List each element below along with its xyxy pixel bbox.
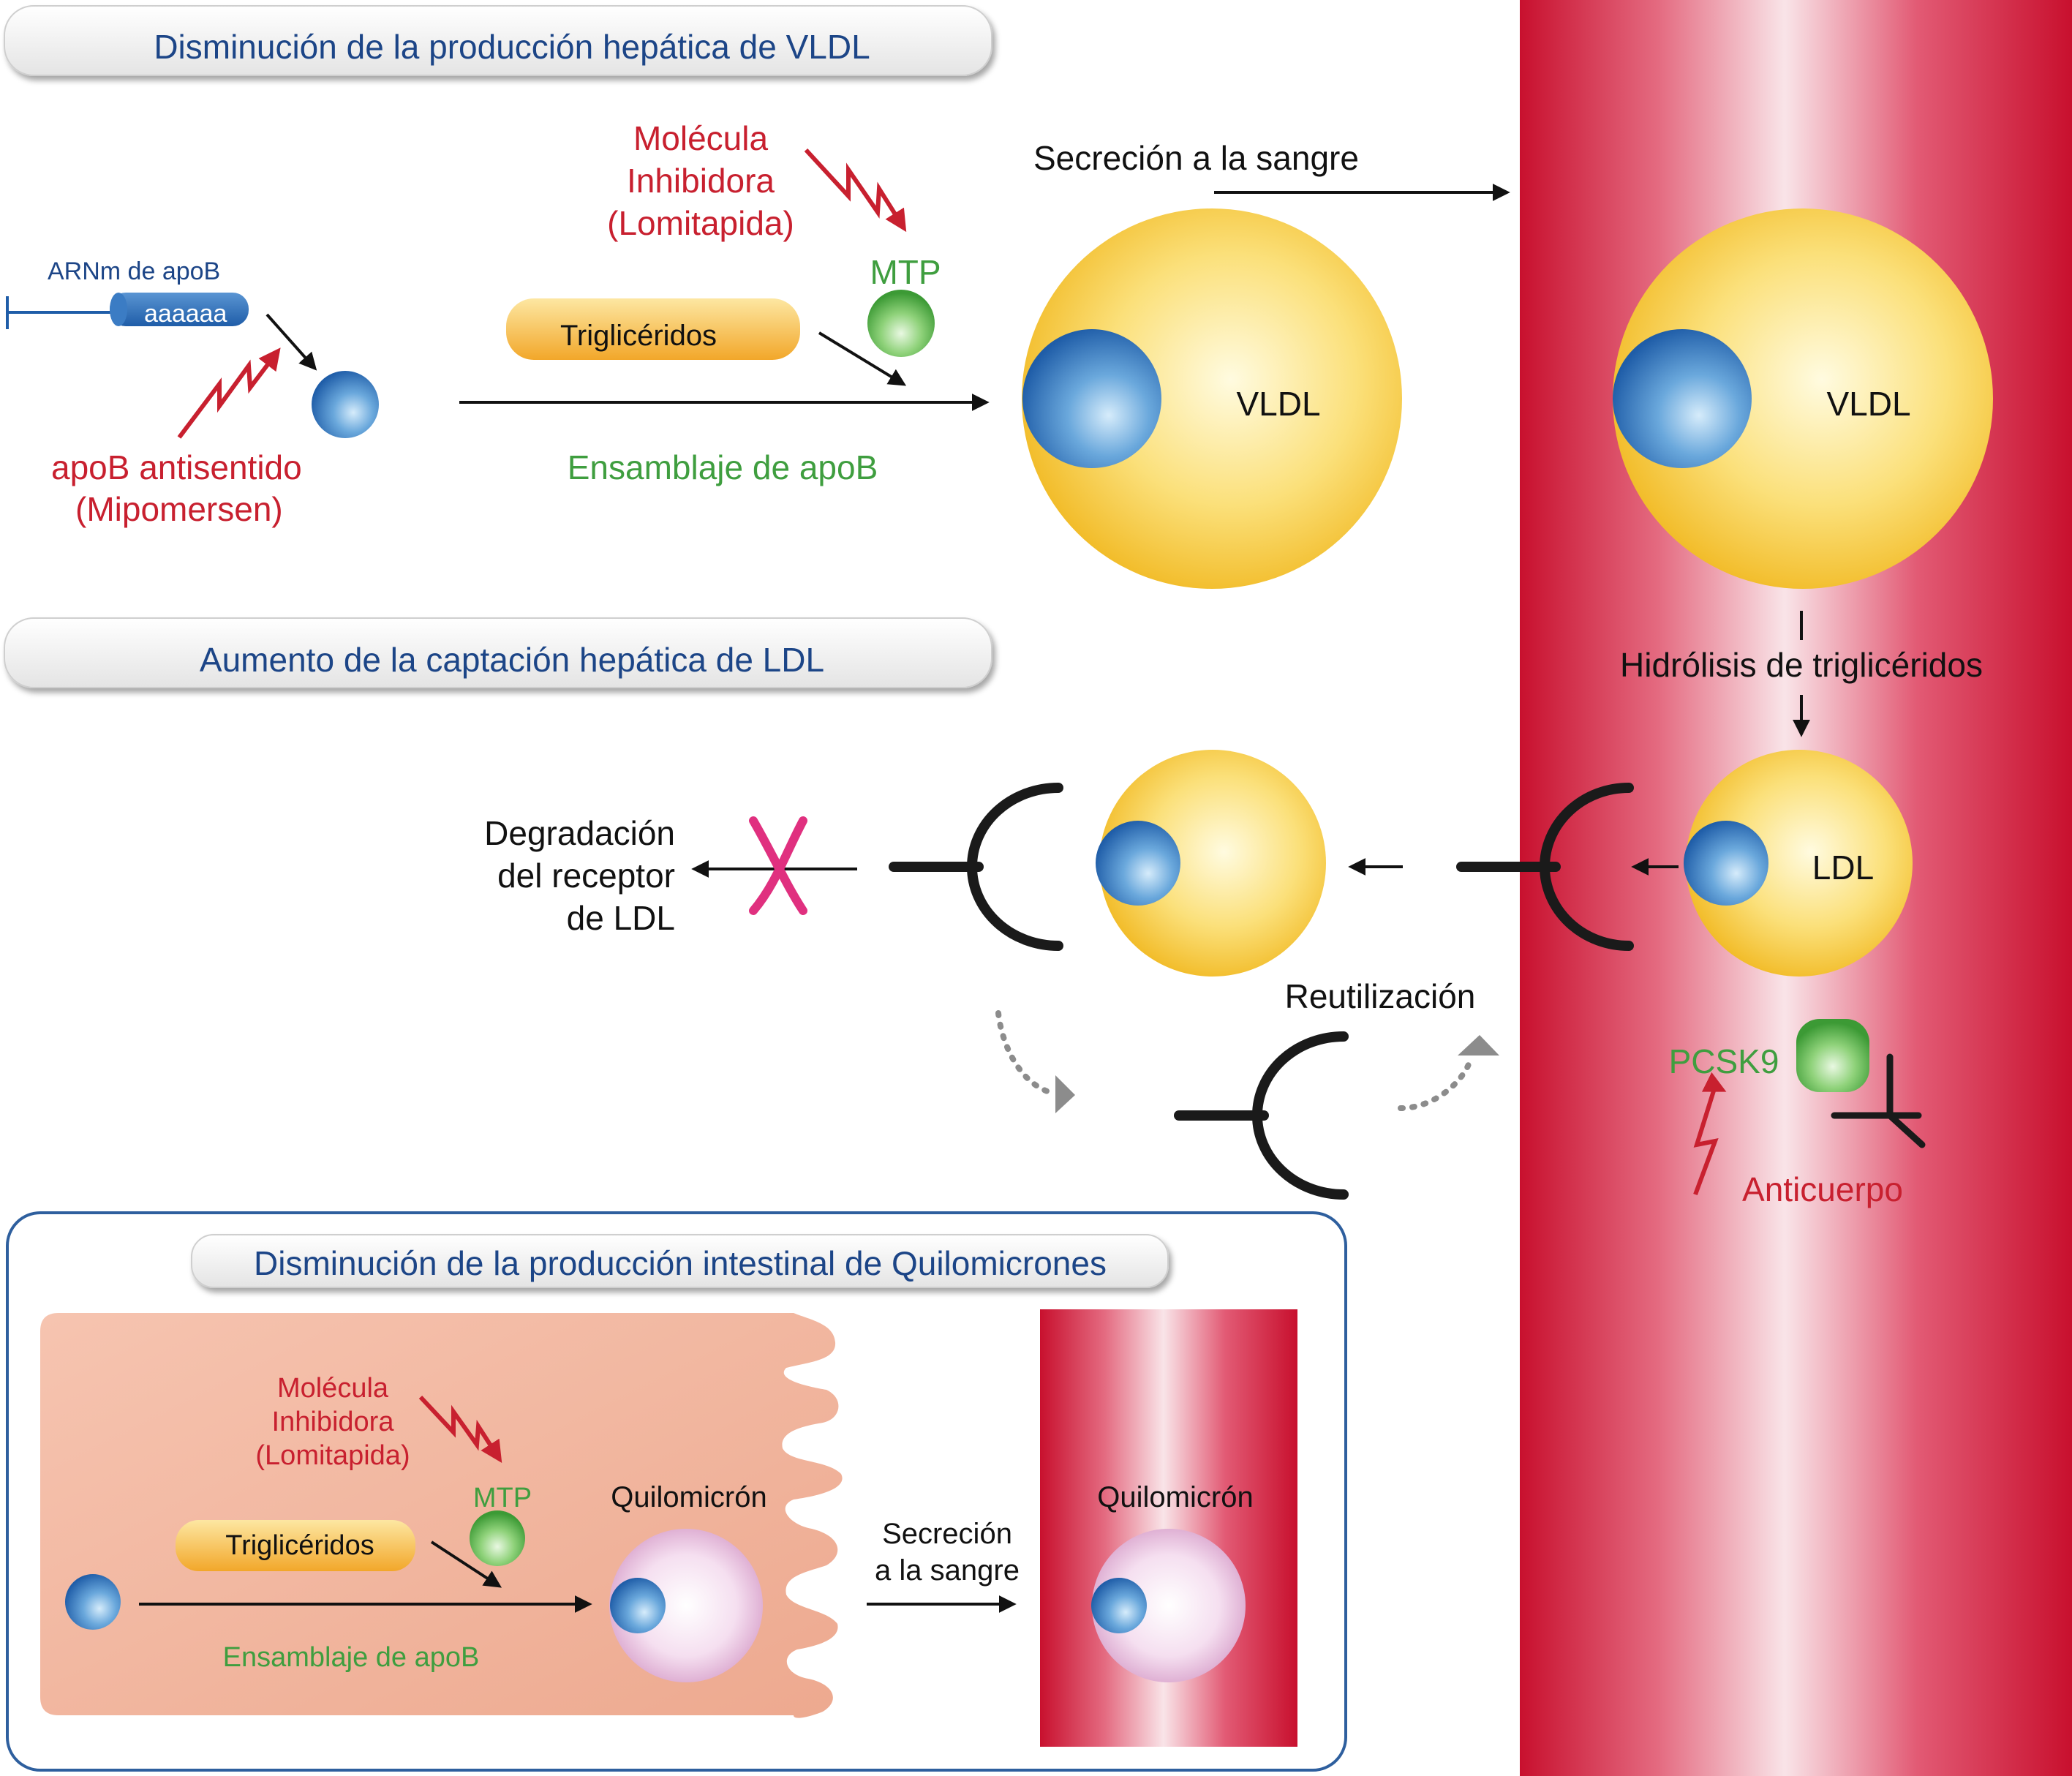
chylo-mtp-arrow — [430, 1540, 502, 1588]
degradation-label-2: del receptor — [497, 857, 675, 895]
chylo-mtp-sphere — [470, 1510, 525, 1566]
chylo-triglycerides-pill — [176, 1520, 415, 1571]
mipomersen-label: (Mipomersen) — [75, 490, 283, 528]
vldl-apob-blood — [1613, 329, 1752, 468]
chylomicron-cell-label: Quilomicrón — [611, 1481, 766, 1513]
apob-protein-small — [312, 371, 379, 438]
recycling-dotted-arrow-2 — [1398, 1058, 1473, 1111]
ldl-apob-blood — [1684, 821, 1768, 906]
vldl-particle-liver — [1022, 208, 1402, 589]
degradation-label-3: de LDL — [567, 899, 675, 937]
apob-mrna — [6, 293, 249, 329]
vldl-label-liver: VLDL — [1236, 385, 1320, 423]
chylo-lomitapide-zigzag-icon — [418, 1395, 502, 1464]
chylo-triglycerides-label: Triglicéridos — [225, 1530, 374, 1561]
ldl-title-bar — [4, 617, 992, 688]
chylo-section-title: Disminución de la producción intestinal … — [254, 1244, 1107, 1282]
ldl-receptor-icon-blood — [1456, 783, 1634, 951]
apob-assembly-label: Ensamblaje de apoB — [568, 448, 878, 486]
recycling-arrowhead-2 — [1458, 1035, 1499, 1056]
apob-mrna-label: ARNm de apoB — [48, 257, 220, 285]
chylomicron-blood-label: Quilomicrón — [1097, 1481, 1253, 1513]
chylomicron-particle-blood — [1092, 1529, 1246, 1682]
y-shaped-antibody-icon — [1831, 1053, 1926, 1148]
chylomicron-particle-cell — [609, 1529, 763, 1682]
recycling-arrowhead-1 — [1055, 1075, 1075, 1113]
triglycerides-label: Triglicéridos — [560, 320, 717, 352]
ldl-receptor-icon-recycled — [1174, 1031, 1349, 1200]
degradation-label-1: Degradación — [484, 814, 675, 852]
vldl-apob-liver — [1022, 329, 1161, 468]
ldl-receptor-icon-liver — [889, 783, 1063, 951]
mtp-label: MTP — [870, 253, 941, 291]
lomitapide-label-1: Molécula — [633, 119, 769, 157]
antisense-zigzag-icon — [177, 347, 281, 439]
poly-a-tail-label: aaaaaa — [144, 300, 227, 328]
mrna-to-apob-arrow — [265, 313, 317, 371]
triglycerides-pill — [506, 298, 800, 360]
lomitapide-label-2: Inhibidora — [627, 162, 775, 200]
chylo-apob-small — [65, 1574, 121, 1630]
lomitapide-label-3: (Lomitapida) — [607, 204, 794, 242]
vldl-section-title: Disminución de la producción hepática de… — [154, 28, 870, 66]
vldl-title-bar — [4, 5, 992, 76]
ldl-apob-liver — [1096, 821, 1180, 906]
chylo-lomitapide-label-2: Inhibidora — [272, 1407, 395, 1437]
chylo-mtp-label: MTP — [473, 1483, 532, 1513]
pcsk9-label: PCSK9 — [1669, 1042, 1779, 1080]
mtp-to-assembly-arrow — [818, 331, 907, 386]
secretion-label: Secreción a la sangre — [1033, 139, 1359, 177]
ldl-particle-blood — [1686, 750, 1913, 977]
hydrolysis-label: Hidrólisis de triglicéridos — [1620, 646, 1983, 684]
chylo-title-bar — [191, 1234, 1169, 1288]
ldl-section-title: Aumento de la captación hepática de LDL — [200, 641, 824, 679]
mtp-sphere — [867, 290, 935, 357]
vldl-particle-blood — [1613, 208, 1993, 589]
vldl-label-blood: VLDL — [1826, 385, 1910, 423]
chylomicron-apob-blood — [1091, 1578, 1147, 1633]
recycling-label: Reutilización — [1285, 977, 1476, 1015]
ldl-particle-liver — [1099, 750, 1326, 977]
chylo-secretion-label-1: Secreción — [882, 1518, 1012, 1550]
chylo-lomitapide-label-3: (Lomitapida) — [255, 1440, 410, 1471]
antibody-label: Anticuerpo — [1742, 1170, 1903, 1208]
pcsk9-protein — [1796, 1019, 1869, 1092]
chylo-lomitapide-label-1: Molécula — [277, 1373, 389, 1404]
pcsk9-zigzag-icon — [1693, 1072, 1727, 1196]
recycling-dotted-arrow-1 — [995, 1010, 1052, 1095]
chylo-assembly-label: Ensamblaje de apoB — [223, 1642, 480, 1673]
x-cross-icon — [749, 816, 807, 915]
antisense-label: apoB antisentido — [51, 448, 302, 486]
lomitapide-zigzag-icon — [804, 148, 907, 233]
ldl-label: LDL — [1812, 849, 1874, 887]
chylo-secretion-label-2: a la sangre — [875, 1554, 1020, 1587]
chylomicron-apob-cell — [610, 1578, 666, 1633]
